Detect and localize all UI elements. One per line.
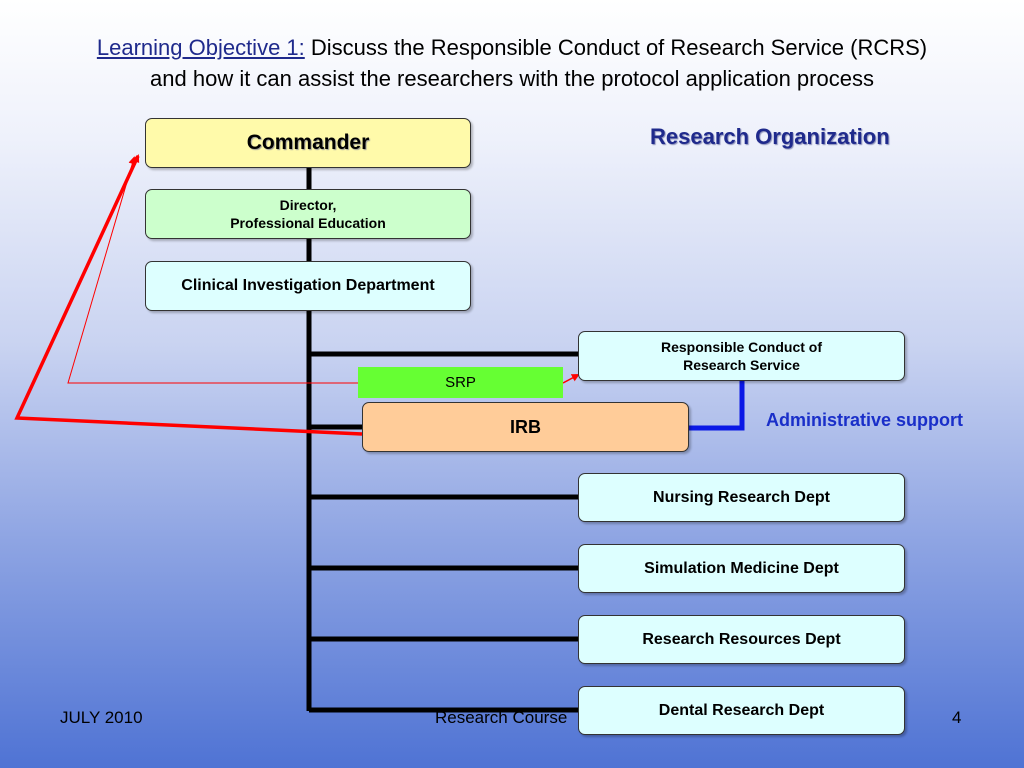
section-heading: Research Organization [650, 124, 890, 149]
simulation-medicine-box: Simulation Medicine Dept [578, 544, 905, 593]
rcrs-label-line2: Research Service [683, 357, 800, 373]
rcrs-box: Responsible Conduct of Research Service [578, 331, 905, 381]
srp-to-rcrs-arrow [562, 374, 580, 384]
director-label-line1: Director, [279, 197, 337, 213]
srp-label: SRP [445, 374, 476, 391]
srp-box: SRP [358, 367, 563, 398]
research-resources-box: Research Resources Dept [578, 615, 905, 664]
footer-date: JULY 2010 [60, 708, 143, 727]
dental-research-label: Dental Research Dept [658, 701, 825, 719]
clinical-investigation-box: Clinical Investigation Department [145, 261, 471, 311]
title-line-1: Discuss the Responsible Conduct of Resea… [304, 35, 928, 60]
title-line-2: and how it can assist the researchers wi… [150, 66, 874, 91]
learning-objective-label: Learning Objective 1: [96, 35, 305, 60]
simulation-medicine-label: Simulation Medicine Dept [644, 559, 839, 577]
nursing-research-label: Nursing Research Dept [653, 488, 830, 506]
research-resources-label: Research Resources Dept [642, 630, 841, 648]
admin-support-link [689, 381, 745, 431]
srp-to-commander-arrow [67, 156, 358, 384]
nursing-research-box: Nursing Research Dept [578, 473, 905, 522]
director-label-line2: Professional Education [230, 215, 386, 231]
commander-label: Commander [246, 131, 370, 154]
clinical-investigation-label: Clinical Investigation Department [181, 277, 435, 294]
irb-label: IRB [510, 416, 541, 437]
footer-course: Research Course [435, 708, 568, 727]
slide-title: Learning Objective 1: Discuss the Respon… [0, 32, 1024, 94]
rcrs-label-line1: Responsible Conduct of [661, 339, 822, 355]
irb-to-commander-arrow [14, 154, 363, 436]
irb-box: IRB [362, 402, 689, 452]
administrative-support-label: Administrative support [766, 410, 964, 430]
footer-page-number: 4 [952, 708, 962, 727]
director-box: Director, Professional Education [145, 189, 471, 239]
dental-research-box: Dental Research Dept [578, 686, 905, 735]
commander-box: Commander [145, 118, 471, 168]
